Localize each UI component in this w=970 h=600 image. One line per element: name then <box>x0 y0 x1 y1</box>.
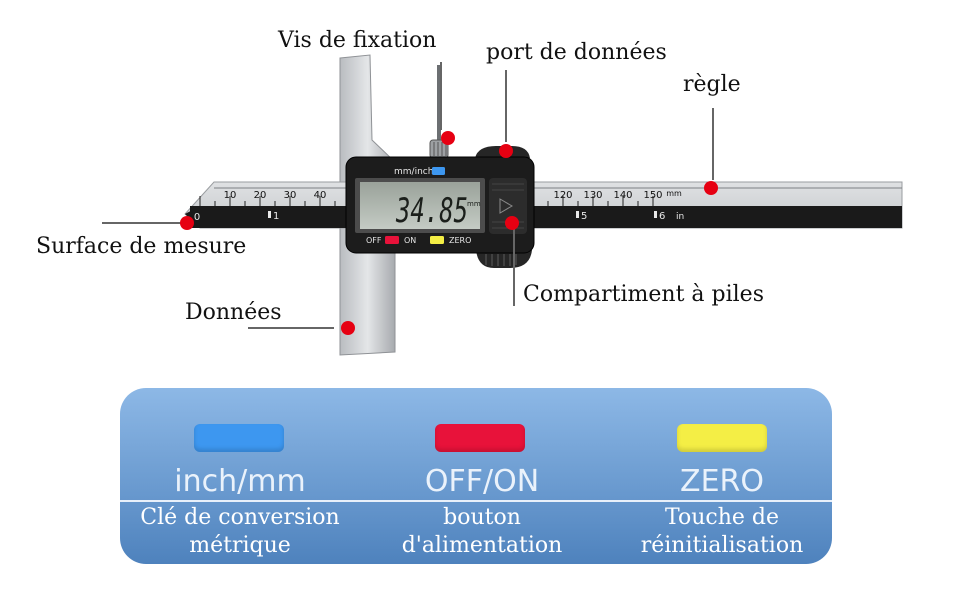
leader-data <box>248 327 334 329</box>
ruler-tip <box>185 206 200 228</box>
power-key-desc-line2: d'alimentation <box>401 533 563 558</box>
power-key-desc-line1: bouton <box>443 505 521 530</box>
depth-gauge-illustration: 0 10 20 30 40 120 130 140 150 mm 1 5 6 i… <box>184 54 903 356</box>
zero-key-desc-line2: réinitialisation <box>640 533 804 558</box>
callout-screw: Vis de fixation <box>278 28 437 53</box>
callout-measuring-surface: Surface de mesure <box>36 234 247 259</box>
scale-mm-40: 40 <box>314 190 327 201</box>
marker-screw <box>441 131 455 145</box>
scale-mm-unit: mm <box>666 189 682 198</box>
ruler-ticks-mm <box>199 196 654 206</box>
marker-ruler <box>704 181 718 195</box>
scale-mm-120: 120 <box>553 190 572 201</box>
zero-key-label: ZERO <box>680 464 764 499</box>
play-icon <box>499 198 513 214</box>
ruler-black-stripe <box>190 206 902 228</box>
lcd-unit: mm <box>467 200 481 208</box>
zero-label: ZERO <box>449 236 471 245</box>
power-key-swatch <box>435 424 525 452</box>
zero-key-description: Touche de réinitialisation <box>602 504 832 560</box>
leader-data-port <box>505 70 507 142</box>
off-label: OFF <box>366 236 382 245</box>
power-key-description: bouton d'alimentation <box>362 504 602 560</box>
scale-mm-20: 20 <box>254 190 267 201</box>
locking-screw-shaft <box>437 65 441 145</box>
callout-data: Données <box>185 300 282 325</box>
lcd-screen <box>360 182 480 229</box>
unit-key-description: Clé de conversion métrique <box>120 504 360 560</box>
unit-key-label: inch/mm <box>174 464 306 499</box>
power-key-label: OFF/ON <box>424 464 540 499</box>
unit-key-desc-line2: métrique <box>189 533 291 558</box>
unit-key-desc-line1: Clé de conversion <box>140 505 340 530</box>
lcd-reading: 34.85 <box>395 191 468 231</box>
leader-measuring-surface <box>102 222 188 224</box>
unit-toggle-key <box>432 167 445 175</box>
zero-key-swatch <box>677 424 767 452</box>
callout-data-port: port de données <box>486 40 667 65</box>
marker-battery <box>505 216 519 230</box>
scale-in-6: 6 <box>659 211 665 222</box>
scale-mm-140: 140 <box>613 190 632 201</box>
legend-divider <box>120 500 832 502</box>
zero-key-desc-line1: Touche de <box>665 505 779 530</box>
scale-in-unit: in <box>676 212 684 222</box>
marker-measuring-surface <box>180 216 194 230</box>
leader-battery <box>513 228 515 306</box>
leader-screw <box>440 62 442 130</box>
scale-mm-0: 0 <box>194 212 200 223</box>
scale-in-5: 5 <box>581 211 587 222</box>
zero-key <box>430 236 444 244</box>
scale-in-1: 1 <box>273 211 279 222</box>
scale-mm-10: 10 <box>224 190 237 201</box>
on-label: ON <box>404 236 416 245</box>
scale-mm-30: 30 <box>284 190 297 201</box>
callout-battery: Compartiment à piles <box>523 282 764 307</box>
callout-ruler: règle <box>683 72 741 97</box>
marker-data-port <box>499 144 513 158</box>
marker-data <box>341 321 355 335</box>
unit-key-swatch <box>194 424 284 452</box>
scale-mm-150: 150 <box>643 190 662 201</box>
unit-toggle-label: mm/inch <box>394 167 433 177</box>
key-legend-panel: inch/mm Clé de conversion métrique OFF/O… <box>120 388 832 564</box>
power-key <box>385 236 399 244</box>
leader-ruler <box>712 108 714 180</box>
scale-mm-130: 130 <box>583 190 602 201</box>
